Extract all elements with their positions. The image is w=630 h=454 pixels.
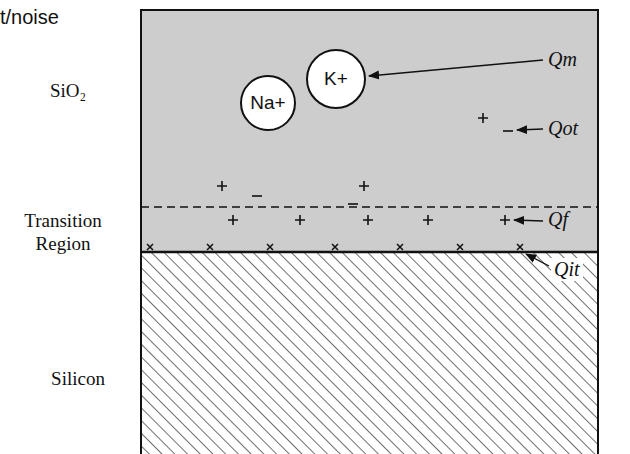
region-label: Silicon (33, 368, 123, 391)
ion-label: K+ (324, 68, 348, 90)
charge-label: Qit (551, 258, 583, 281)
figure-frame (141, 10, 598, 454)
ion-label: Na+ (250, 92, 285, 114)
interface-traps (147, 244, 523, 250)
silicon-hatching (141, 252, 598, 454)
charge-label: Qot (545, 117, 581, 140)
charge-label: Qm (545, 48, 580, 71)
sodium-ion: Na+ (240, 75, 296, 131)
region-label: Transition Region (3, 210, 123, 256)
oxide-band: SiO₂K+Na+ (141, 10, 598, 207)
charge-label: Qf (545, 208, 571, 231)
potassium-ion: K+ (306, 49, 366, 109)
region-label: SiO₂ (23, 80, 113, 103)
silicon-fill (141, 252, 598, 454)
leader-arrows (369, 60, 549, 266)
fixed-charges (228, 215, 510, 225)
slide-title-fragment: t/noise (0, 6, 59, 29)
silicon-substrate: Silicon (141, 252, 598, 454)
transition-boundary (141, 206, 598, 208)
oxide-fill (141, 10, 598, 252)
transition-band: Transition Region (141, 207, 598, 252)
interface-line (141, 251, 598, 254)
